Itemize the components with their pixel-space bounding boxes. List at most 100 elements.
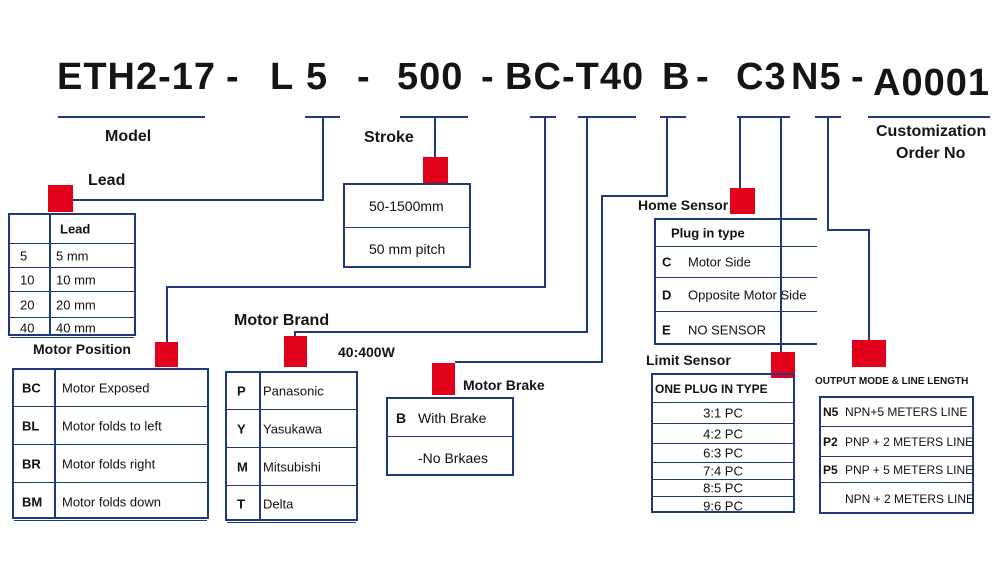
row-value: 8:5 PC [703, 480, 743, 496]
row-code: D [662, 287, 672, 302]
code-separator: - [357, 56, 371, 98]
code-l: L [270, 56, 295, 98]
row-code: P2 [823, 434, 838, 449]
table-row: 50-1500mm [345, 185, 469, 228]
table-row: 7:4 PC [653, 463, 793, 480]
table-row: -No Brkaes [388, 437, 512, 478]
row-description: Panasonic [263, 383, 324, 399]
row-code: BM [22, 494, 43, 509]
table-header-row: Lead [10, 215, 134, 244]
label-motor-brand-note: 40:400W [338, 344, 395, 360]
code-output-mode: N5 [791, 56, 842, 98]
row-description: Yasukawa [263, 421, 323, 436]
column-divider [54, 370, 56, 517]
label-motor-brake: Motor Brake [463, 377, 545, 393]
row-value: 50-1500mm [369, 198, 444, 214]
code-brake: B [662, 56, 691, 98]
row-description: 10 mm [56, 272, 96, 287]
marker-home-sensor [730, 188, 755, 214]
marker-lead [48, 185, 73, 212]
table-header-row: ONE PLUG IN TYPE [653, 375, 793, 403]
table-row: N5 NPN+5 METERS LINE [821, 398, 972, 427]
row-description: With Brake [418, 409, 487, 426]
row-code: BR [22, 456, 41, 471]
marker-output-mode [852, 340, 886, 367]
column-divider [49, 215, 51, 334]
row-code: BC [22, 380, 41, 396]
label-motor-brand: Motor Brand [234, 312, 330, 329]
row-code: M [237, 459, 248, 474]
row-code: P [237, 383, 246, 399]
connector-lead [73, 117, 324, 201]
row-code: 20 [20, 297, 35, 312]
code-model: ETH2-17 [57, 56, 217, 98]
table-row: 6:3 PC [653, 444, 793, 463]
row-description: -No Brkaes [418, 449, 489, 466]
marker-motor-brand [284, 336, 307, 367]
header-cell: Lead [60, 221, 91, 237]
row-description: Delta [263, 496, 294, 512]
connector-motor-brake [455, 117, 668, 363]
code-separator: - [226, 56, 240, 98]
row-value: 6:3 PC [703, 445, 743, 461]
code-stroke: 500 [397, 56, 464, 98]
row-code: P5 [823, 462, 838, 477]
code-sensor: C3 [736, 56, 787, 98]
row-description: Motor folds down [62, 494, 161, 509]
code-motor-position: BC [505, 56, 562, 98]
table-row: NPN + 2 METERS LINE [821, 483, 975, 515]
row-value: 4:2 PC [703, 426, 743, 441]
table-row: P2 PNP + 2 METERS LINE [821, 427, 974, 457]
table-row: BL Motor folds to left [14, 407, 207, 445]
label-limit-sensor: Limit Sensor [646, 352, 731, 368]
row-code: 10 [20, 272, 35, 287]
row-value: 9:6 PC [703, 498, 743, 514]
label-lead: Lead [88, 172, 126, 189]
column-divider [259, 373, 261, 519]
label-order-no: Order No [896, 145, 966, 162]
marker-motor-position [155, 342, 178, 367]
row-value: 3:1 PC [703, 405, 743, 421]
row-code: BL [22, 418, 40, 433]
row-description: 20 mm [56, 297, 96, 312]
code-separator: - [481, 56, 495, 98]
table-row: 8:5 PC [653, 480, 793, 497]
table-limit-sensor: ONE PLUG IN TYPE 3:1 PC 4:2 PC 6:3 PC 7:4 PC… [651, 373, 795, 514]
row-description: Motor folds to left [62, 418, 162, 433]
row-description: NPN + 2 METERS LINE [845, 492, 975, 506]
code-motor-brand: -T40 [562, 56, 645, 98]
row-value: 7:4 PC [703, 463, 743, 479]
table-row: 50 mm pitch [345, 228, 469, 270]
marker-stroke [423, 157, 448, 183]
label-customization: Customization [876, 123, 987, 140]
row-code: C [662, 254, 672, 270]
code-lead: 5 [306, 56, 329, 98]
row-description: 5 mm [56, 248, 89, 263]
row-description: NPN+5 METERS LINE [845, 405, 968, 419]
connector-motor-brand [294, 117, 588, 337]
row-value: 50 mm pitch [369, 241, 446, 257]
code-separator: - [851, 56, 865, 98]
table-row: 20 20 mm [10, 292, 134, 318]
row-code: 40 [20, 320, 35, 335]
table-row: 10 10 mm [10, 268, 134, 292]
row-description: PNP + 2 METERS LINE [845, 434, 974, 449]
connector-motor-position [166, 117, 546, 343]
label-home-sensor: Home Sensor [638, 197, 729, 213]
row-code: N5 [823, 405, 839, 419]
label-output-mode: OUTPUT MODE & LINE LENGTH [815, 376, 969, 387]
